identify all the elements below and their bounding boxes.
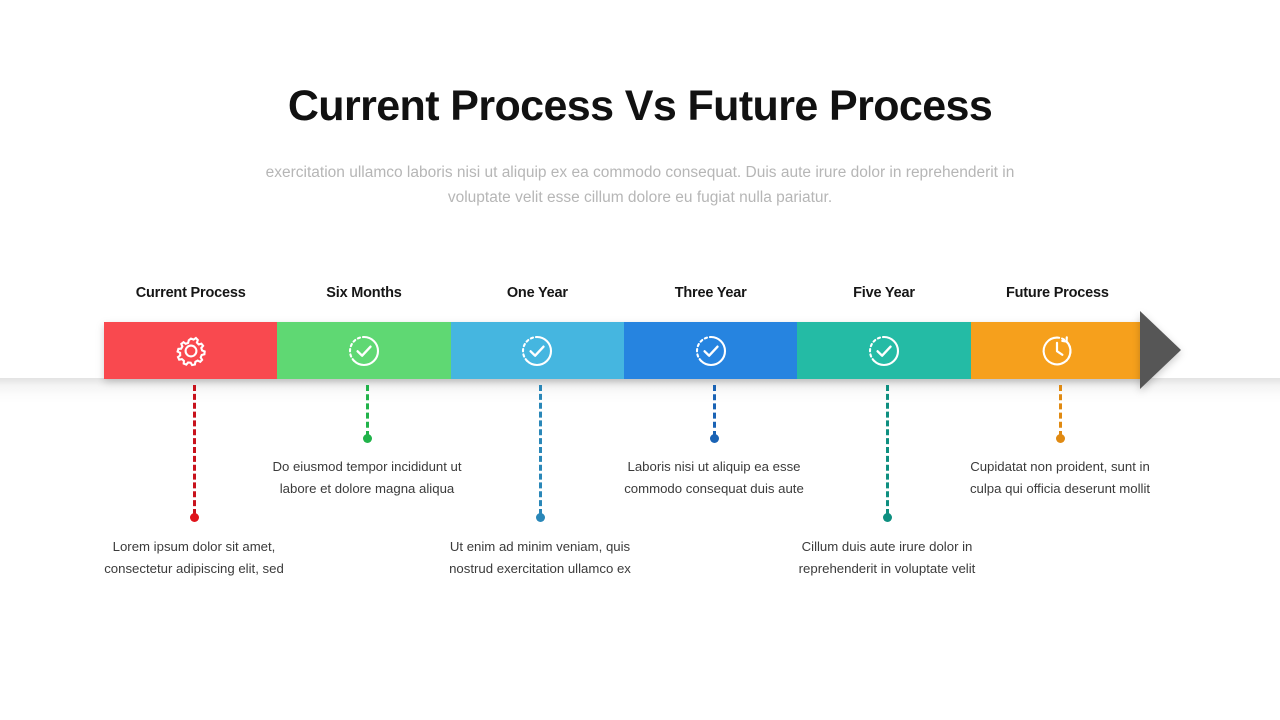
timeline-label-six-months: Six Months — [326, 285, 402, 301]
description-line: consectetur adipiscing elit, sed — [104, 560, 284, 576]
description-line: commodo consequat duis aute — [624, 480, 804, 496]
description-line: Cupidatat non proident, sunt in — [970, 459, 1150, 474]
timeline-label-one-year: One Year — [506, 285, 568, 301]
check-circle-icon — [867, 334, 901, 368]
check-circle-icon — [520, 334, 554, 368]
connector-line-current-process — [192, 385, 196, 515]
description-line: Laboris nisi ut aliquip ea esse — [627, 459, 801, 474]
connector-line-six-months — [365, 385, 369, 437]
connector-line-five-year — [885, 385, 889, 515]
description-future-process: Cupidatat non proident, sunt in culpa qu… — [940, 456, 1180, 499]
page-title: Current Process Vs Future Process — [287, 82, 993, 130]
connector-dot-five-year — [882, 513, 892, 522]
check-circle-icon — [347, 334, 381, 368]
connector-dot-three-year — [709, 434, 719, 443]
timeline-arrow-head — [1140, 311, 1181, 389]
timeline-segment-current-process[interactable] — [104, 322, 278, 379]
connector-line-three-year — [712, 385, 716, 437]
timeline-segment-six-months[interactable] — [277, 322, 451, 379]
check-circle-icon — [694, 334, 728, 368]
description-line: culpa qui officia deserunt mollit — [969, 480, 1151, 496]
connector-dot-one-year — [535, 513, 545, 522]
clock-history-icon — [1040, 334, 1074, 368]
timeline-label-five-year: Five Year — [853, 285, 915, 301]
timeline-bar — [104, 322, 1144, 379]
description-line: Do eiusmod tempor incididunt ut — [272, 459, 462, 474]
timeline-segment-three-year[interactable] — [623, 322, 798, 379]
page-subtitle: exercitation ullamco laboris nisi ut ali… — [265, 164, 1015, 206]
gear-icon — [174, 334, 208, 368]
description-line: nostrud exercitation ullamco ex — [449, 560, 631, 576]
description-five-year: Cillum duis aute irure dolor in reprehen… — [767, 536, 1007, 579]
description-current-process: Lorem ipsum dolor sit amet, consectetur … — [74, 536, 314, 579]
timeline-segment-future-process[interactable] — [970, 322, 1144, 379]
timeline-segment-five-year[interactable] — [797, 322, 971, 379]
description-one-year: Ut enim ad minim veniam, quis nostrud ex… — [420, 536, 660, 579]
description-three-year: Laboris nisi ut aliquip ea esse commodo … — [594, 456, 834, 499]
description-six-months: Do eiusmod tempor incididunt ut labore e… — [247, 456, 487, 499]
connector-line-one-year — [538, 385, 542, 515]
description-line: labore et dolore magna aliqua — [279, 480, 455, 496]
connector-line-future-process — [1058, 385, 1062, 437]
connector-dot-six-months — [362, 434, 372, 443]
timeline-label-three-year: Three Year — [674, 285, 747, 301]
description-line: Ut enim ad minim veniam, quis — [449, 539, 631, 554]
description-line: Cillum duis aute irure dolor in — [801, 539, 973, 554]
connector-dot-current-process — [189, 513, 199, 522]
connector-dot-future-process — [1055, 434, 1065, 443]
description-line: Lorem ipsum dolor sit amet, — [112, 539, 276, 554]
timeline-label-current-process: Current Process — [135, 285, 246, 301]
timeline-label-future-process: Future Process — [1005, 285, 1109, 301]
timeline-segment-one-year[interactable] — [450, 322, 624, 379]
description-line: reprehenderit in voluptate velit — [798, 560, 976, 576]
